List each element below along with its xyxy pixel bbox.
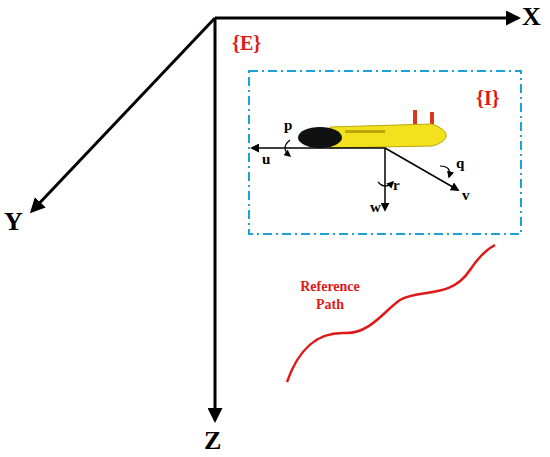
axis-label: u bbox=[262, 152, 270, 167]
reference-path-curve bbox=[287, 245, 495, 382]
axis-label: r bbox=[393, 178, 400, 193]
frame-label: {I} bbox=[476, 88, 500, 108]
axis-label: Y bbox=[4, 209, 23, 235]
axis-label: p bbox=[284, 118, 292, 133]
auv-vehicle bbox=[298, 110, 446, 148]
w-axis bbox=[384, 148, 386, 210]
vehicle-stripe bbox=[345, 130, 385, 133]
axis-label: Reference Path bbox=[285, 278, 375, 313]
frame-box: {I} bbox=[248, 70, 522, 235]
z-axis bbox=[214, 18, 217, 420]
axis-label: Z bbox=[204, 428, 221, 454]
rotation-arrow bbox=[440, 166, 450, 177]
rotation-arrow bbox=[378, 182, 393, 186]
vehicle-nose bbox=[298, 127, 342, 148]
axis-label: w bbox=[370, 200, 381, 215]
x-axis bbox=[215, 17, 518, 20]
y-axis bbox=[32, 18, 215, 211]
u-axis bbox=[252, 147, 385, 149]
rotation-arrow bbox=[285, 140, 290, 156]
axis-label: v bbox=[462, 188, 470, 203]
axis-label: X bbox=[522, 4, 541, 30]
dashed-border bbox=[249, 71, 521, 234]
axis-label: {E} bbox=[232, 33, 261, 53]
vehicle-hull bbox=[330, 124, 446, 148]
axis-label: q bbox=[456, 156, 464, 171]
